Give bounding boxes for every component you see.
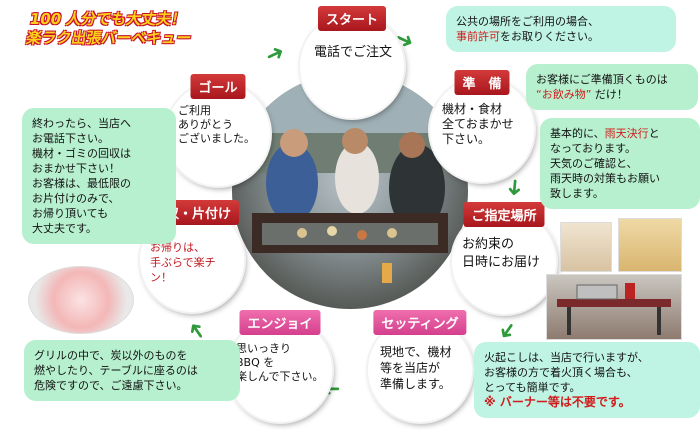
step-start: スタート 電話でご注文 [300,6,404,118]
panel-public-permit: 公共の場所をご利用の場合、 事前許可をお取りください。 [446,6,676,52]
headline-line1: 100 人分でも大丈夫！ [28,10,188,28]
panel-public-text2: をお取りください。 [500,30,599,43]
panel-rain: 基本的に、雨天決行と なっております。 天気のご確認と、 雨天時の対策もお願い … [540,118,700,209]
step-prep-text: 機材・食材 全ておまかせ 下さい。 [442,102,514,146]
step-goal-tag: ゴール [190,74,246,99]
step-enjoy-text: 思いっきり BBQ を 楽しんで下さい。 [236,342,324,383]
step-prep-tag: 準 備 [454,70,510,95]
step-setting-text: 現地で、機材 等を当店が 準備します。 [380,345,452,391]
step-goal: ゴール ご利用 ありがとう ございました。 [166,74,270,186]
panel-drinks-text1: お客様にご準備頂くものは [536,73,668,86]
supplies-photo [560,222,612,272]
step-place: ご指定場所 お約束の 日時にお届け [452,202,556,314]
meat-platter-photo [28,266,134,334]
arrow-goal-to-start-icon: ➜ [261,39,289,70]
panel-drinks-text2: だけ！ [594,88,628,101]
panel-after-use: 終わったら、当店へ お電話下さい。 機材・ゴミの回収は おまかせ下さい！ お客様… [22,108,176,244]
arrow-prep-to-place-icon: ➜ [500,177,528,198]
step-prep: 準 備 機材・食材 全ておまかせ 下さい。 [430,70,534,182]
page-headline: 100 人分でも大丈夫！ 楽ラク出張バーベキュー [25,10,252,48]
step-setting-tag: セッティング [373,310,467,335]
step-collect-text: お帰りは、 手ぶらで楽チン！ [150,241,216,284]
panel-grill-caution: グリルの中で、炭以外のものを 燃やしたり、テーブルに座るのは 危険ですので、ご遠… [24,340,240,401]
panel-drinks-highlight: “お飲み物” [536,88,592,101]
step-enjoy: エンジョイ 思いっきり BBQ を 楽しんで下さい。 [228,310,332,422]
charcoal-box-photo [618,218,682,272]
step-enjoy-tag: エンジョイ [239,310,321,335]
panel-fire-highlight: ※ バーナー等は不要です。 [484,395,631,409]
step-goal-text: ご利用 ありがとう ございました。 [178,104,255,145]
panel-rain-text1: 基本的に、 [550,127,605,140]
step-place-text: お約束の 日時にお届け [462,237,541,270]
step-place-tag: ご指定場所 [463,202,545,227]
arrow-place-to-setting-icon: ➜ [491,315,523,346]
panel-public-highlight: 事前許可 [456,30,500,43]
headline-line2: 楽ラク出張バーベキュー [24,29,194,47]
panel-public-text1: 公共の場所をご利用の場合、 [456,15,599,28]
panel-rain-highlight: 雨天決行 [604,127,649,140]
panel-drinks: お客様にご準備頂くものは “お飲み物” だけ！ [526,64,698,110]
panel-fire: 火起こしは、当店で行いますが、 お客様の方で着火頂く場合も、 とっても簡単です。… [474,342,700,418]
step-start-text: 電話でご注文 [313,45,392,60]
step-setting: セッティング 現地で、機材 等を当店が 準備します。 [368,310,472,422]
grill-table-illustration [557,283,671,335]
step-start-tag: スタート [317,6,387,31]
panel-fire-text1: 火起こしは、当店で行いますが、 お客様の方で着火頂く場合も、 とっても簡単です。 [484,351,649,394]
grill-table-photo [546,274,682,340]
panel-rain-text2: と なっております。 天気のご確認と、 雨天時の対策もお願い 致します。 [550,127,660,200]
